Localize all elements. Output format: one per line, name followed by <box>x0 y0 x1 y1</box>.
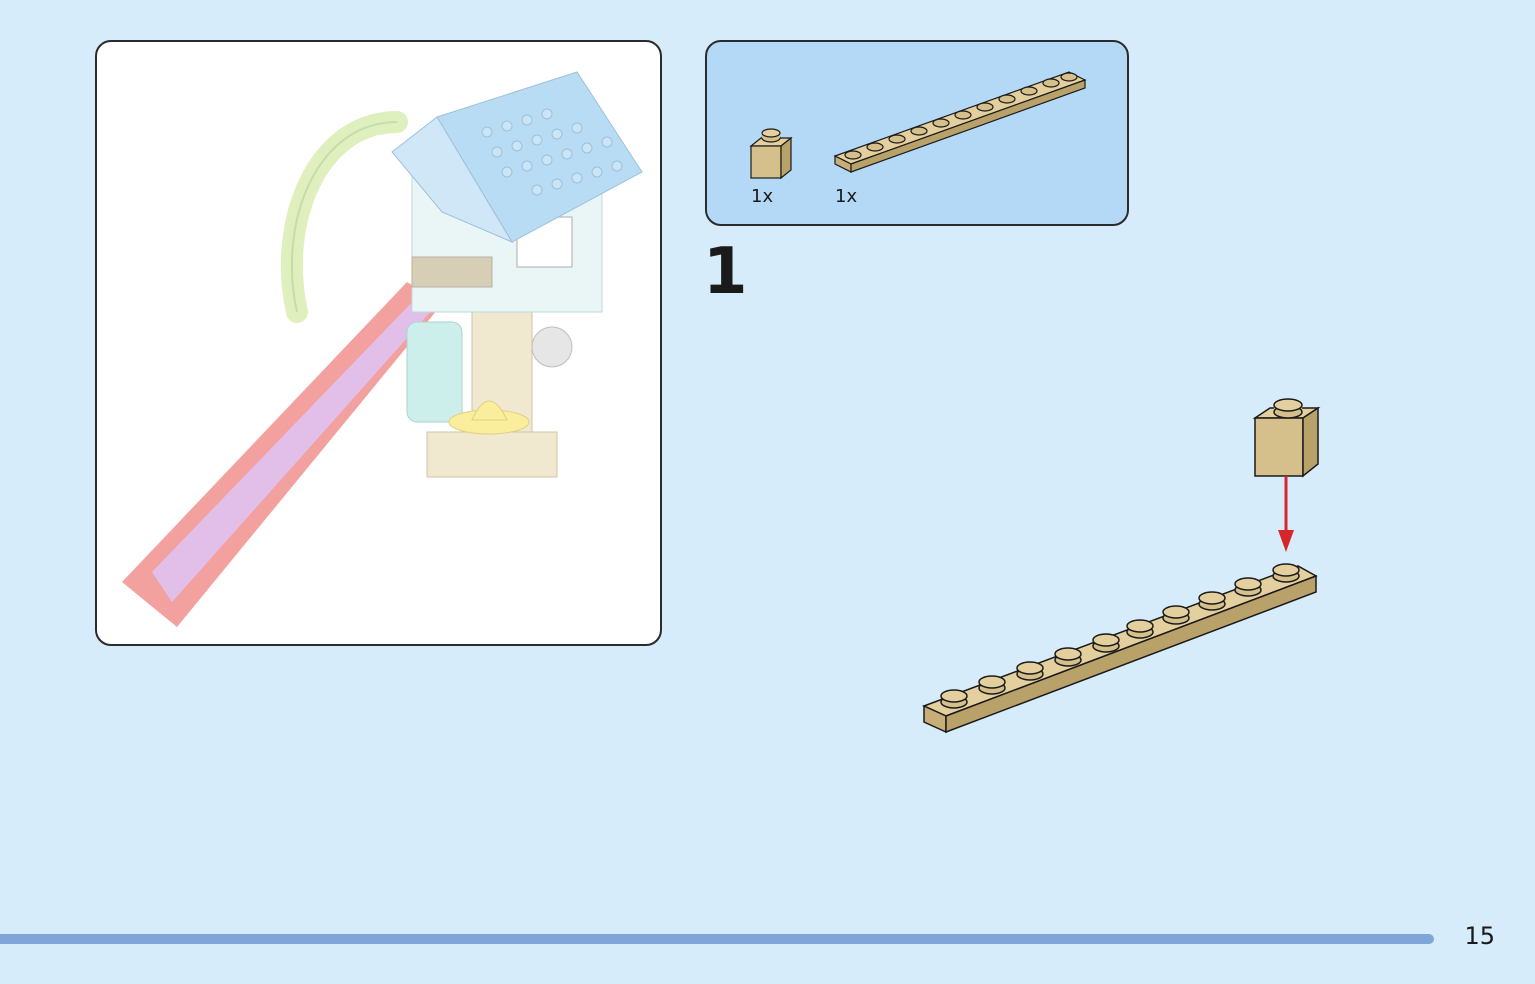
tan-plate-1x12-icon <box>922 563 1318 734</box>
progress-bar <box>0 934 1434 944</box>
tan-brick-1x1-icon <box>749 128 793 180</box>
model-overview-panel <box>95 40 662 646</box>
assembly-illustration <box>922 398 1321 734</box>
placement-arrow <box>1278 476 1294 552</box>
tan-plate-1x12-icon <box>833 71 1087 173</box>
step-number: 1 <box>703 235 748 309</box>
tan-brick-1x1-icon <box>1252 398 1321 478</box>
parts-illustrations <box>749 71 1087 180</box>
model-overview-illustration <box>122 71 643 627</box>
page-number: 15 <box>1464 922 1495 950</box>
part-quantity-plate: 1x <box>835 186 858 207</box>
part-quantity-brick: 1x <box>751 186 774 207</box>
parts-callout: 1x 1x <box>705 40 1129 226</box>
